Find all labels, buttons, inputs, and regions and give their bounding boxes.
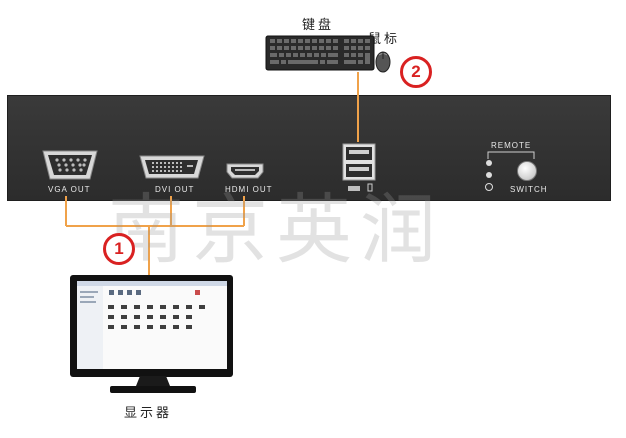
marker-2: 2 [400, 56, 432, 88]
keyboard-label: 键盘 [302, 18, 335, 33]
mouse-icon [375, 51, 391, 73]
switch-label: SWITCH [510, 185, 548, 194]
led-indicator [485, 183, 493, 191]
rear-panel [7, 95, 611, 201]
hdmi-port-icon [226, 163, 264, 179]
monitor-screen-content [77, 281, 227, 369]
dvi-port-icon [139, 155, 205, 179]
dvi-out-label: DVI OUT [155, 185, 195, 194]
vga-out-label: VGA OUT [48, 185, 91, 194]
vga-port-icon [42, 150, 98, 180]
led-indicator [486, 160, 492, 166]
led-indicator [486, 172, 492, 178]
remote-bracket [487, 151, 535, 159]
usb-port-icon [342, 143, 376, 192]
hdmi-out-label: HDMI OUT [225, 185, 273, 194]
monitor-label: 显示器 [124, 406, 173, 421]
monitor-stand [110, 376, 196, 393]
keyboard-icon [265, 35, 375, 71]
watermark-text: 南京英润 [108, 185, 444, 274]
marker-1: 1 [103, 233, 135, 265]
remote-label: REMOTE [491, 141, 532, 150]
switch-button[interactable] [517, 161, 537, 181]
mouse-label: 鼠标 [368, 32, 401, 47]
video-cables [65, 196, 245, 276]
